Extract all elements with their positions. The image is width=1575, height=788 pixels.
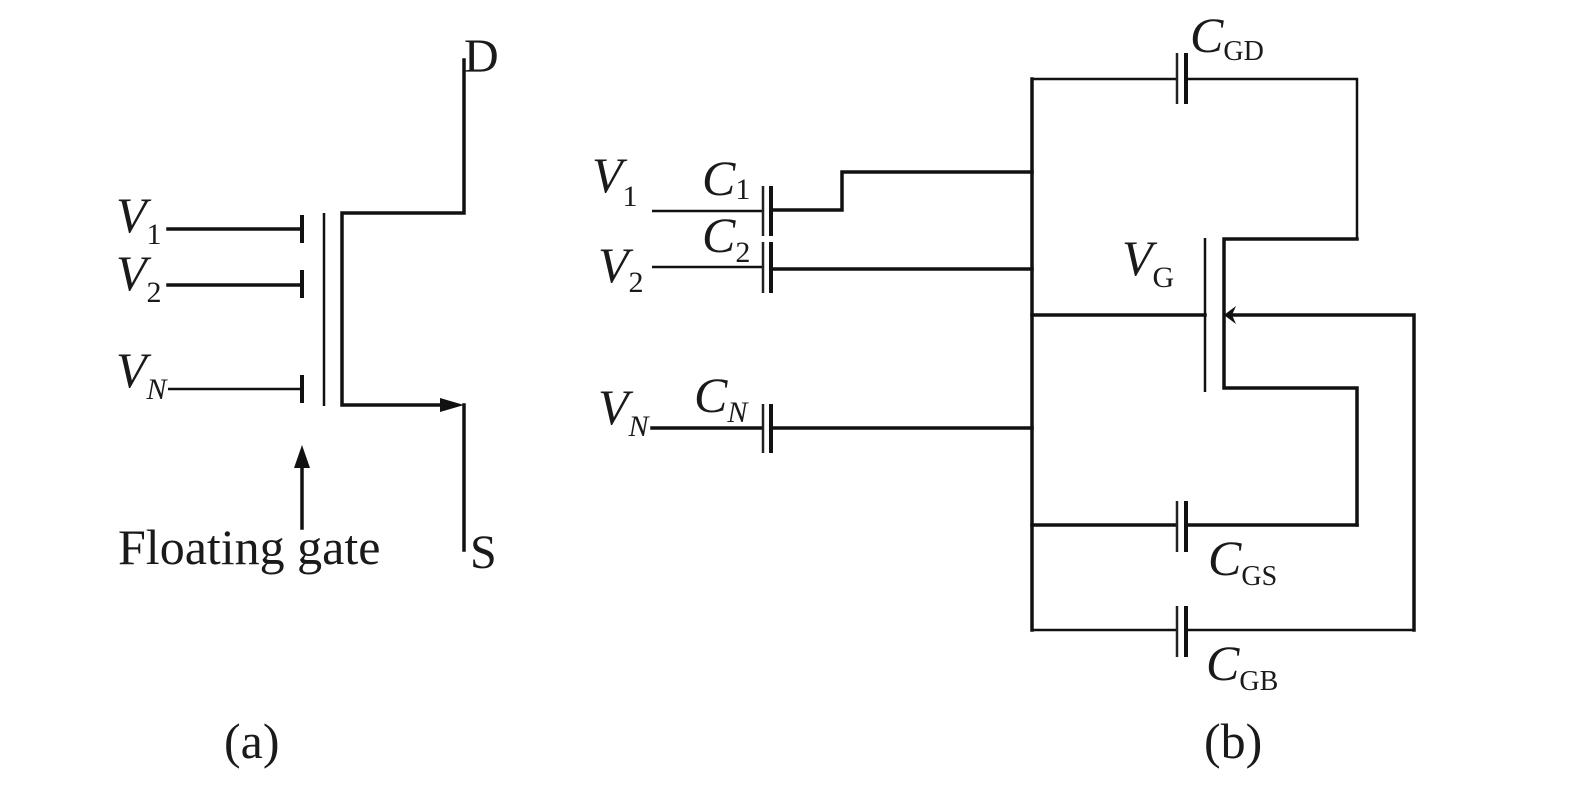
label-vn: VN [116, 342, 169, 406]
c1-lead [769, 170, 1034, 212]
label-cgs: CGS [1208, 530, 1277, 592]
capacitor-cgb [1175, 606, 1188, 657]
label-source: S [470, 526, 497, 579]
label-cgb: CGB [1206, 635, 1278, 697]
label-cgd: CGD [1190, 7, 1264, 67]
panel-b-equivalent-circuit: V1 V2 VN C1 C2 CN CGD CGS CGB VG (b) [592, 7, 1416, 769]
caption-b: (b) [1204, 713, 1262, 769]
capacitor-cgd [1175, 53, 1188, 104]
label-vg: VG [1122, 230, 1174, 294]
body-arrow-icon [1224, 306, 1236, 324]
up-arrow-icon [294, 445, 310, 468]
cgd-right-lead [1186, 77, 1359, 239]
label-c2: C2 [702, 207, 750, 269]
label-v2: V2 [598, 237, 644, 299]
label-floating-gate: Floating gate [118, 519, 380, 575]
panel-a-fgmos-symbol: V1 V2 VN D S Floating gate (a) [116, 30, 499, 769]
label-v1: V1 [116, 187, 162, 251]
label-v1: V1 [592, 147, 638, 213]
caption-a: (a) [224, 713, 280, 769]
body-lead [1226, 313, 1416, 632]
channel-drain-path [340, 58, 466, 407]
label-v2: V2 [116, 245, 162, 309]
mosfet-drain-source-path [1222, 237, 1359, 527]
source-arrow-icon [440, 398, 464, 412]
label-vn: VN [598, 379, 651, 443]
label-drain: D [464, 30, 499, 83]
label-cn: CN [694, 367, 749, 429]
label-c1: C1 [702, 150, 750, 206]
